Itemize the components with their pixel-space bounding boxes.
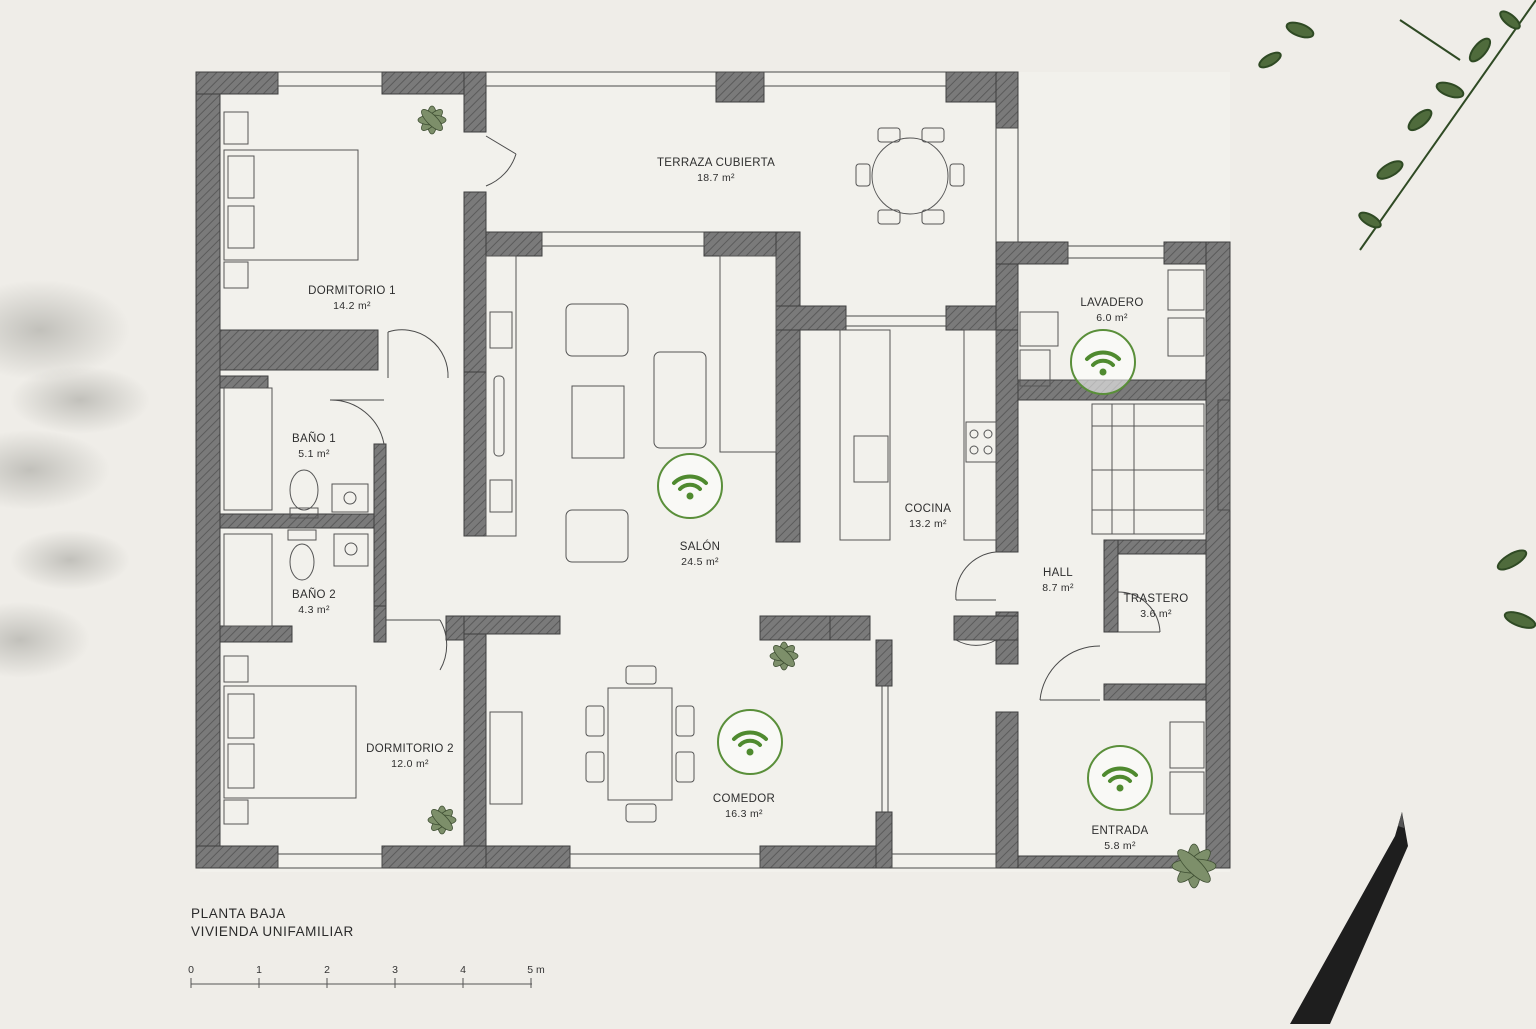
room-area: 5.8 m² bbox=[1104, 840, 1136, 852]
room-name: BAÑO 1 bbox=[292, 433, 336, 445]
room-area: 12.0 m² bbox=[391, 758, 429, 770]
title-line-2: VIVIENDA UNIFAMILIAR bbox=[191, 924, 354, 939]
room-name: TRASTERO bbox=[1123, 593, 1189, 605]
room-label-dormitorio-1: DORMITORIO 1 14.2 m² bbox=[308, 284, 396, 314]
scale-tick-label: 1 bbox=[256, 964, 262, 976]
room-label-lavadero: LAVADERO 6.0 m² bbox=[1080, 296, 1143, 326]
scale-tick-label: 3 bbox=[392, 964, 398, 976]
room-area: 24.5 m² bbox=[681, 556, 719, 568]
room-area: 13.2 m² bbox=[909, 518, 947, 530]
room-label-salon: SALÓN 24.5 m² bbox=[680, 540, 721, 570]
furniture bbox=[190, 111, 1205, 988]
room-name: DORMITORIO 1 bbox=[308, 285, 396, 297]
room-label-entrada: ENTRADA 5.8 m² bbox=[1091, 824, 1148, 854]
plant-icon bbox=[417, 105, 1217, 889]
room-area: 6.0 m² bbox=[1096, 312, 1128, 324]
room-name: ENTRADA bbox=[1091, 825, 1149, 837]
room-name: COCINA bbox=[904, 503, 952, 515]
scale-tick-label: 5 m bbox=[527, 964, 545, 976]
room-area: 4.3 m² bbox=[298, 604, 330, 616]
title-block: PLANTA BAJA VIVIENDA UNIFAMILIAR bbox=[191, 905, 354, 941]
room-label-trastero: TRASTERO 3.6 m² bbox=[1123, 592, 1188, 622]
room-label-bano-2: BAÑO 2 4.3 m² bbox=[292, 588, 336, 618]
room-name: SALÓN bbox=[679, 541, 721, 553]
room-area: 18.7 m² bbox=[697, 172, 735, 184]
room-name: BAÑO 2 bbox=[292, 589, 336, 601]
room-name: DORMITORIO 2 bbox=[366, 743, 454, 755]
title-line-1: PLANTA BAJA bbox=[191, 906, 286, 921]
windows bbox=[277, 71, 1231, 869]
room-label-bano-1: BAÑO 1 5.1 m² bbox=[292, 432, 336, 462]
room-area: 3.6 m² bbox=[1140, 608, 1172, 620]
wifi-icon bbox=[657, 453, 723, 519]
room-area: 8.7 m² bbox=[1042, 582, 1074, 594]
scale-tick-label: 4 bbox=[460, 964, 466, 976]
scale-tick-label: 0 bbox=[188, 964, 194, 976]
plant-sprig bbox=[1258, 0, 1536, 629]
room-label-terraza: TERRAZA CUBIERTA 18.7 m² bbox=[657, 156, 775, 186]
room-name: LAVADERO bbox=[1080, 297, 1144, 309]
room-name: HALL bbox=[1043, 567, 1073, 579]
doors bbox=[329, 135, 1161, 701]
leaf-shadow bbox=[0, 280, 150, 678]
room-name: TERRAZA CUBIERTA bbox=[656, 157, 776, 169]
room-area: 14.2 m² bbox=[333, 300, 371, 312]
wifi-icon bbox=[717, 709, 783, 775]
wifi-icon bbox=[1087, 745, 1153, 811]
wifi-icon bbox=[1070, 329, 1136, 395]
room-area: 5.1 m² bbox=[298, 448, 330, 460]
room-label-hall: HALL 8.7 m² bbox=[1042, 566, 1074, 596]
room-label-comedor: COMEDOR 16.3 m² bbox=[713, 792, 775, 822]
pen-icon bbox=[1290, 812, 1408, 1024]
room-name: COMEDOR bbox=[712, 793, 776, 805]
room-label-dormitorio-2: DORMITORIO 2 12.0 m² bbox=[366, 742, 454, 772]
scale-tick-label: 2 bbox=[324, 964, 330, 976]
room-label-cocina: COCINA 13.2 m² bbox=[905, 502, 952, 532]
room-area: 16.3 m² bbox=[725, 808, 763, 820]
